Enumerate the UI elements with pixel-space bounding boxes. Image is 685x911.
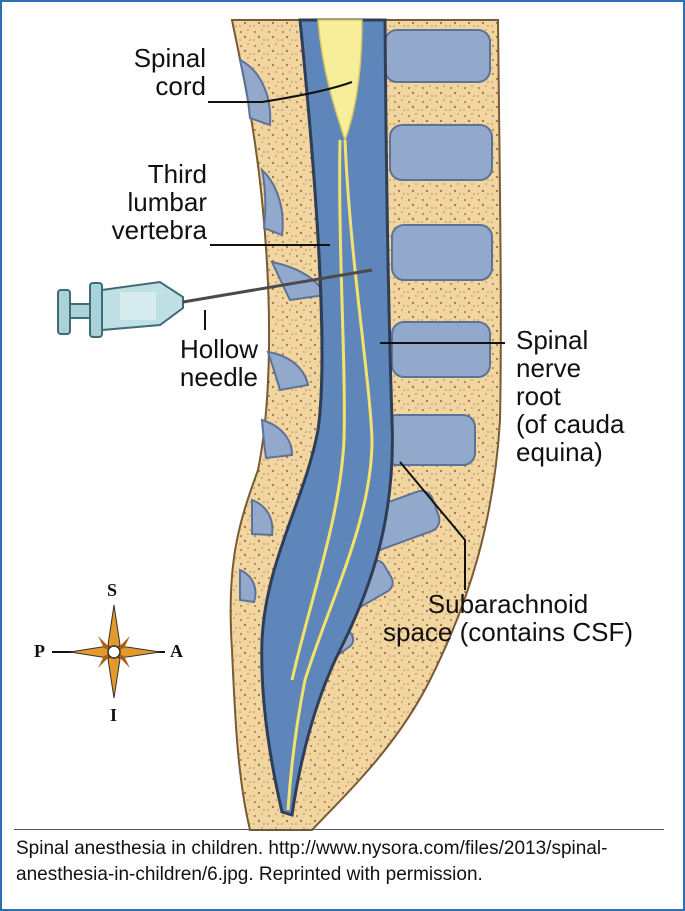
label-subarachnoid-space: Subarachnoid space (contains CSF) bbox=[348, 590, 668, 646]
syringe bbox=[58, 282, 183, 337]
compass-rose-icon bbox=[52, 605, 165, 698]
label-hollow-needle: Hollow needle bbox=[148, 335, 258, 391]
compass-superior: S bbox=[107, 580, 117, 601]
compass-inferior: I bbox=[110, 705, 117, 726]
label-spinal-cord: Spinal cord bbox=[120, 44, 206, 100]
caption-divider bbox=[14, 829, 664, 830]
label-third-lumbar-vertebra: Third lumbar vertebra bbox=[92, 160, 207, 244]
compass-anterior: A bbox=[170, 641, 183, 662]
figure-caption: Spinal anesthesia in children. http://ww… bbox=[16, 836, 666, 888]
compass-posterior: P bbox=[34, 641, 45, 662]
label-spinal-nerve-root: Spinal nerve root (of cauda equina) bbox=[516, 326, 666, 466]
